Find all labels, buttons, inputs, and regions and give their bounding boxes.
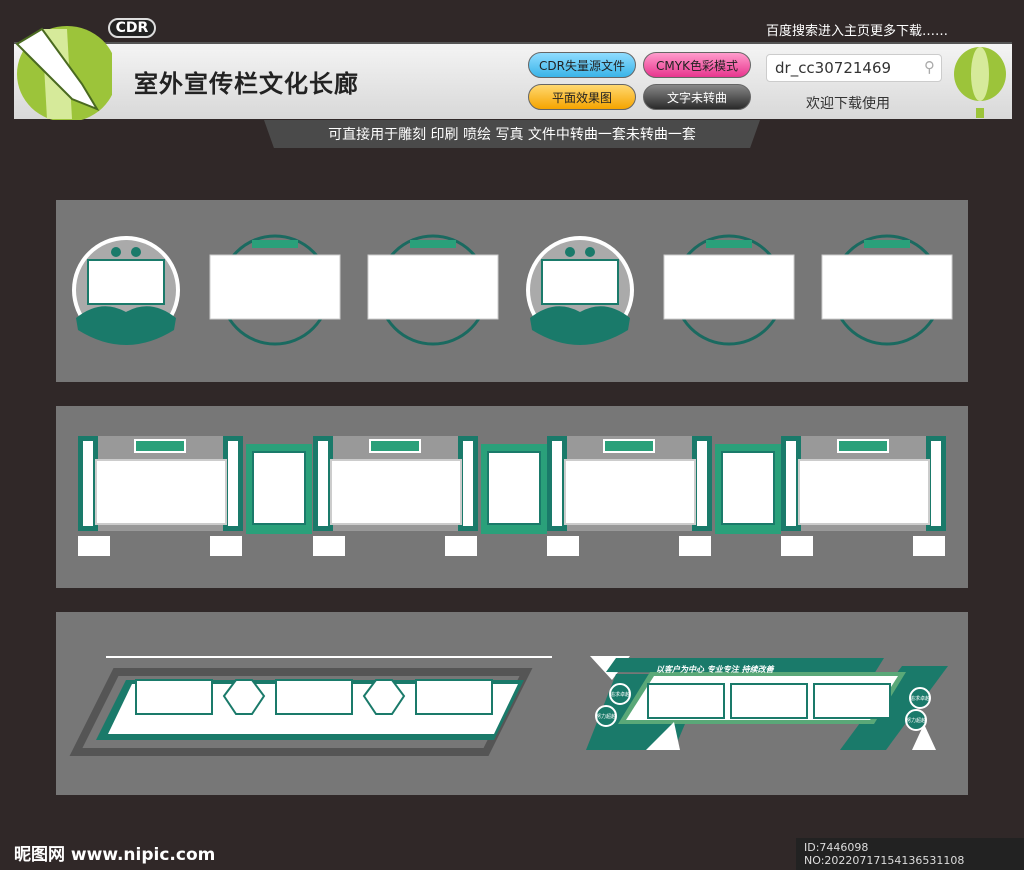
circle-board-a — [72, 236, 180, 345]
pill-cmyk: CMYK色彩模式 — [643, 52, 751, 78]
board-base — [781, 536, 813, 556]
design-panel-3: 以客户为中心 专业专注 持续改善 追求卓越 努力超越 追求卓越 努力超越 — [56, 612, 968, 795]
slogan-text: 以客户为中心 专业专注 持续改善 — [656, 665, 775, 674]
board-display — [330, 459, 462, 525]
top-right-link[interactable]: 百度搜索进入主页更多下载…… — [766, 24, 949, 39]
board-post-inner — [697, 441, 707, 526]
page-title: 室外宣传栏文化长廊 — [134, 70, 359, 98]
circle-board-b — [367, 234, 499, 346]
board-base — [679, 536, 711, 556]
welcome-text: 欢迎下载使用 — [806, 96, 890, 112]
board-post-inner — [786, 441, 796, 526]
board-base — [313, 536, 345, 556]
board-display — [95, 459, 227, 525]
cdr-badge: CDR — [108, 18, 156, 38]
board-title-plate — [134, 439, 186, 453]
badge-text: 追求卓越 — [910, 695, 930, 702]
balloon-icon — [954, 47, 1006, 118]
circle-board-b — [209, 234, 341, 346]
pill-cdr-source: CDR失量源文件 — [528, 52, 636, 78]
board-base — [913, 536, 945, 556]
board-base — [78, 536, 110, 556]
search-input[interactable]: dr_cc30721469 ⚲ — [766, 54, 942, 82]
board-post-inner — [931, 441, 941, 526]
design-panel-1 — [56, 200, 968, 382]
board-post-inner — [228, 441, 238, 526]
board-base — [445, 536, 477, 556]
pill-preview: 平面效果图 — [528, 84, 636, 110]
nipic-logo[interactable]: 昵图网 www.nipic.com — [14, 845, 216, 865]
board-display — [798, 459, 930, 525]
pill-text-not-curved: 文字未转曲 — [643, 84, 751, 110]
circle-board-a — [526, 236, 634, 345]
board-display — [564, 459, 696, 525]
subtitle-bar: 可直接用于雕刻 印刷 喷绘 写真 文件中转曲一套未转曲一套 — [264, 120, 760, 148]
search-icon[interactable]: ⚲ — [924, 58, 935, 76]
long-board-left — [69, 656, 552, 756]
connector-display — [487, 451, 541, 525]
image-id: ID:7446098 NO:20220717154136531108 — [796, 838, 1024, 870]
badge-text: 努力超越 — [906, 717, 926, 724]
board-title-plate — [369, 439, 421, 453]
coreldraw-logo-icon — [15, 26, 112, 120]
board-post-inner — [318, 441, 328, 526]
connector-display — [721, 451, 775, 525]
board-post-inner — [83, 441, 93, 526]
board-base — [210, 536, 242, 556]
design-panel-2 — [56, 406, 968, 588]
board-post-inner — [463, 441, 473, 526]
badge-text: 追求卓越 — [610, 691, 630, 698]
circle-board-b — [821, 234, 953, 346]
board-base — [547, 536, 579, 556]
connector-display — [252, 451, 306, 525]
circle-board-b — [663, 234, 795, 346]
badge-text: 努力超越 — [596, 713, 616, 720]
search-value: dr_cc30721469 — [775, 59, 892, 77]
board-post-inner — [552, 441, 562, 526]
long-board-right: 以客户为中心 专业专注 持续改善 追求卓越 努力超越 追求卓越 努力超越 — [586, 656, 948, 750]
board-title-plate — [603, 439, 655, 453]
board-title-plate — [837, 439, 889, 453]
